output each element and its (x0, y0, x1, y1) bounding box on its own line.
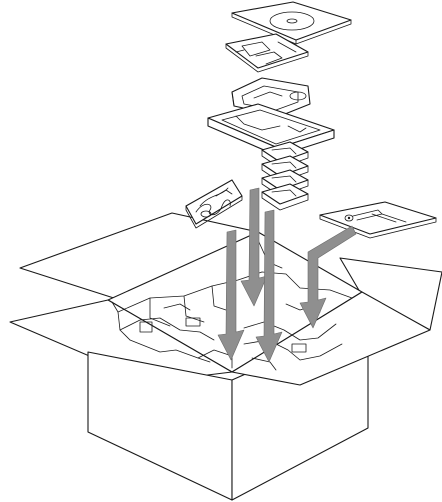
accessory-sheet (320, 202, 436, 238)
ink-cartridge-4 (262, 184, 308, 210)
telephone-cord-bag (186, 180, 242, 228)
ink-cartridges (262, 142, 308, 210)
shipping-box (10, 213, 442, 500)
cd-rom-sleeve (232, 2, 351, 44)
